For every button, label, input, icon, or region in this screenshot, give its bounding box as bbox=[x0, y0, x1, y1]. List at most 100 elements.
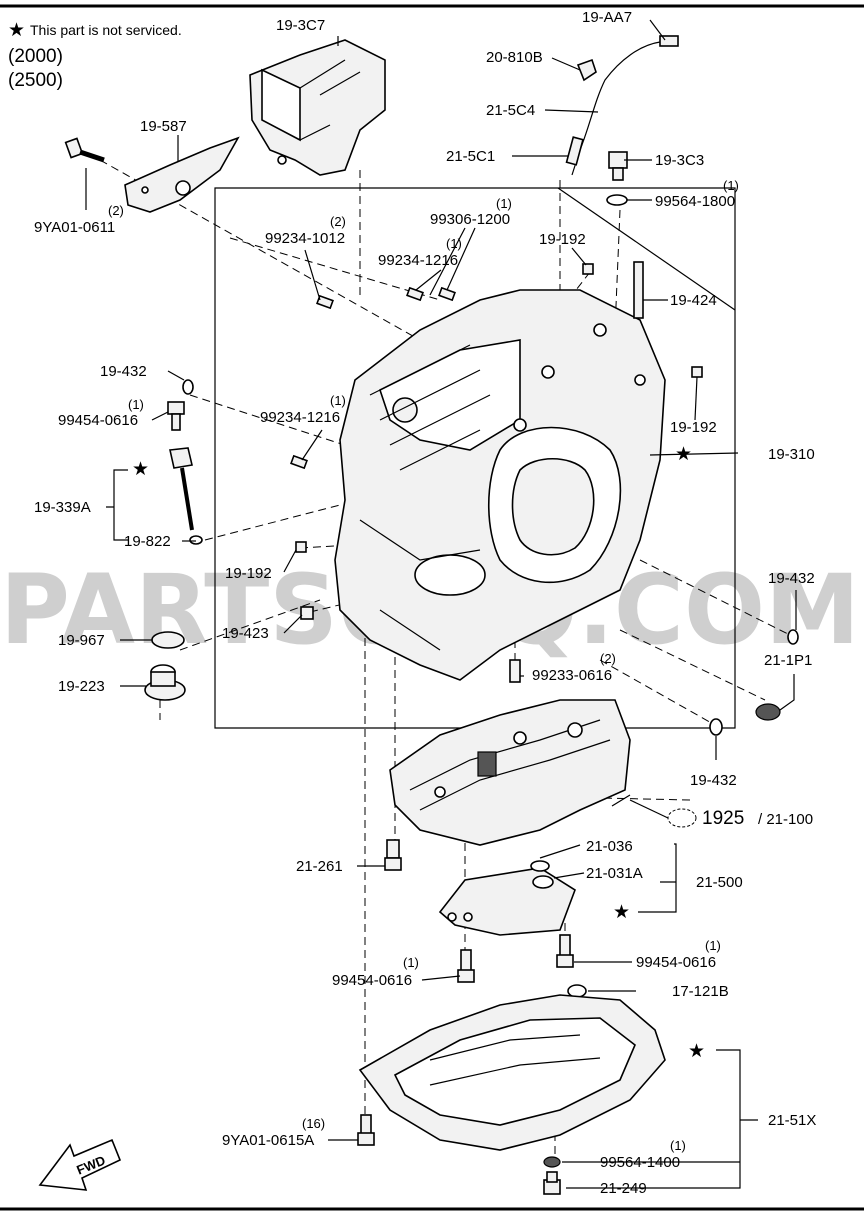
label-19-192-a: 19-192 bbox=[539, 231, 586, 248]
label-19-339a: 19-339A bbox=[34, 499, 91, 516]
valve-body-symbol bbox=[667, 808, 697, 828]
label-19-432-a: 19-432 bbox=[100, 363, 147, 380]
label-99454-0616-c: 99454-0616 bbox=[636, 954, 716, 971]
star-21-51x: ★ bbox=[688, 1041, 705, 1062]
label-17-121b: 17-121B bbox=[672, 983, 729, 1000]
label-19-3c3: 19-3C3 bbox=[655, 152, 704, 169]
label-99564-1800: 99564-1800 bbox=[655, 193, 735, 210]
qty-99234-1012: (2) bbox=[330, 214, 346, 229]
label-99234-1012: 99234-1012 bbox=[265, 230, 345, 247]
bolt-9ya01-0615a bbox=[357, 1114, 375, 1146]
label-21-031a: 21-031A bbox=[586, 865, 643, 882]
label-19-424: 19-424 bbox=[670, 292, 717, 309]
o-ring-19-432-a bbox=[182, 379, 194, 395]
label-9ya01-0611: 9YA01-0611 bbox=[34, 219, 115, 236]
star-19-310: ★ bbox=[675, 444, 692, 465]
label-99233-0616: 99233-0616 bbox=[532, 667, 612, 684]
oil-level-tube bbox=[565, 35, 679, 176]
label-19-432-b: 19-432 bbox=[768, 570, 815, 587]
pin-99234-1216 bbox=[406, 286, 424, 302]
drain-plug-21-249 bbox=[543, 1171, 561, 1195]
label-21-036: 21-036 bbox=[586, 838, 633, 855]
qty-99564-1400: (1) bbox=[670, 1138, 686, 1153]
label-19-223: 19-223 bbox=[58, 678, 105, 695]
label-21-5c4: 21-5C4 bbox=[486, 102, 535, 119]
label-99454-0616-b: 99454-0616 bbox=[332, 972, 412, 989]
label-21-249: 21-249 bbox=[600, 1180, 647, 1197]
callout-labels: 19-3C7 19-AA7 20-810B 21-5C4 21-5C1 19-3… bbox=[34, 9, 816, 1197]
label-19-587: 19-587 bbox=[140, 118, 187, 135]
label-19-3c7: 19-3C7 bbox=[276, 17, 325, 34]
oil-level-gauge bbox=[169, 447, 203, 545]
qty-99234-1216-a: (1) bbox=[446, 236, 462, 251]
oil-pan bbox=[358, 994, 666, 1151]
qty-9ya01-0615a: (16) bbox=[302, 1116, 325, 1131]
note-year-2000: (2000) bbox=[8, 46, 63, 67]
note-text: This part is not serviced. bbox=[30, 22, 182, 38]
oil-strainer bbox=[438, 860, 576, 936]
label-99234-1216-a: 99234-1216 bbox=[378, 252, 458, 269]
o-ring-19-432-b bbox=[787, 629, 799, 645]
label-19-aa7: 19-AA7 bbox=[582, 9, 632, 26]
qty-99454-0616-a: (1) bbox=[128, 397, 144, 412]
label-21-1p1: 21-1P1 bbox=[764, 652, 812, 669]
label-9ya01-0615a: 9YA01-0615A bbox=[222, 1132, 314, 1149]
oil-seal-19-223 bbox=[144, 664, 186, 701]
pin-99306-1200 bbox=[438, 286, 456, 302]
transaxle-case bbox=[334, 289, 666, 681]
qty-99454-0616-b: (1) bbox=[403, 955, 419, 970]
label-1925: 1925 bbox=[702, 808, 744, 829]
label-21-51x: 21-51X bbox=[768, 1112, 816, 1129]
label-99234-1216-b: 99234-1216 bbox=[260, 409, 340, 426]
bolt-21-261 bbox=[384, 839, 402, 871]
label-19-822: 19-822 bbox=[124, 533, 171, 550]
qty-99564-1800: (1) bbox=[723, 178, 739, 193]
label-21-261: 21-261 bbox=[296, 858, 343, 875]
label-99306-1200: 99306-1200 bbox=[430, 211, 510, 228]
plug-21-1p1 bbox=[755, 703, 781, 721]
qty-9ya01-0611: (2) bbox=[108, 203, 124, 218]
label-19-423: 19-423 bbox=[222, 625, 269, 642]
label-99564-1400: 99564-1400 bbox=[600, 1154, 680, 1171]
bracket-plate bbox=[124, 136, 240, 213]
bolt-9ya01-0611 bbox=[64, 137, 105, 163]
qty-99233-0616: (2) bbox=[600, 651, 616, 666]
qty-99306-1200: (1) bbox=[496, 196, 512, 211]
case-box-diagonal bbox=[557, 187, 736, 311]
converter-housing-cover bbox=[249, 39, 386, 176]
leader-lines bbox=[85, 19, 797, 1189]
star-21-500: ★ bbox=[613, 902, 630, 923]
plug-19-192-left bbox=[295, 541, 307, 553]
qty-99234-1216-b: (1) bbox=[330, 393, 346, 408]
label-19-310: 19-310 bbox=[768, 446, 815, 463]
control-valve-body bbox=[389, 699, 631, 846]
label-99454-0616-a: 99454-0616 bbox=[58, 412, 138, 429]
bolt-99454-0616-b bbox=[457, 949, 475, 983]
label-21-500: 21-500 bbox=[696, 874, 743, 891]
plug-19-192-top bbox=[582, 263, 594, 275]
label-21-100: / 21-100 bbox=[758, 811, 813, 828]
fwd-arrow-icon: FWD bbox=[38, 1138, 122, 1191]
clamp-19-967 bbox=[151, 631, 185, 649]
star-19-339a: ★ bbox=[132, 459, 149, 480]
label-20-810b: 20-810B bbox=[486, 49, 543, 66]
o-ring-19-432-c bbox=[709, 718, 723, 736]
stud-19-424 bbox=[633, 261, 644, 319]
label-19-967: 19-967 bbox=[58, 632, 105, 649]
pin-99234-1216-b bbox=[290, 454, 308, 470]
plug-19-423 bbox=[300, 606, 314, 620]
note-star: ★ bbox=[8, 20, 25, 41]
pin-99234-1012 bbox=[316, 294, 334, 310]
label-21-5c1: 21-5C1 bbox=[446, 148, 495, 165]
plug-19-192-right bbox=[691, 366, 703, 378]
washer-99564-1400 bbox=[543, 1156, 561, 1168]
bolt-99454-0616-c bbox=[556, 934, 574, 968]
qty-99454-0616-c: (1) bbox=[705, 938, 721, 953]
label-19-192-b: 19-192 bbox=[670, 419, 717, 436]
note-year-2500: (2500) bbox=[8, 70, 63, 91]
label-19-432-c: 19-432 bbox=[690, 772, 737, 789]
label-19-192-c: 19-192 bbox=[225, 565, 272, 582]
bolt-99454-0616-a bbox=[167, 401, 185, 431]
